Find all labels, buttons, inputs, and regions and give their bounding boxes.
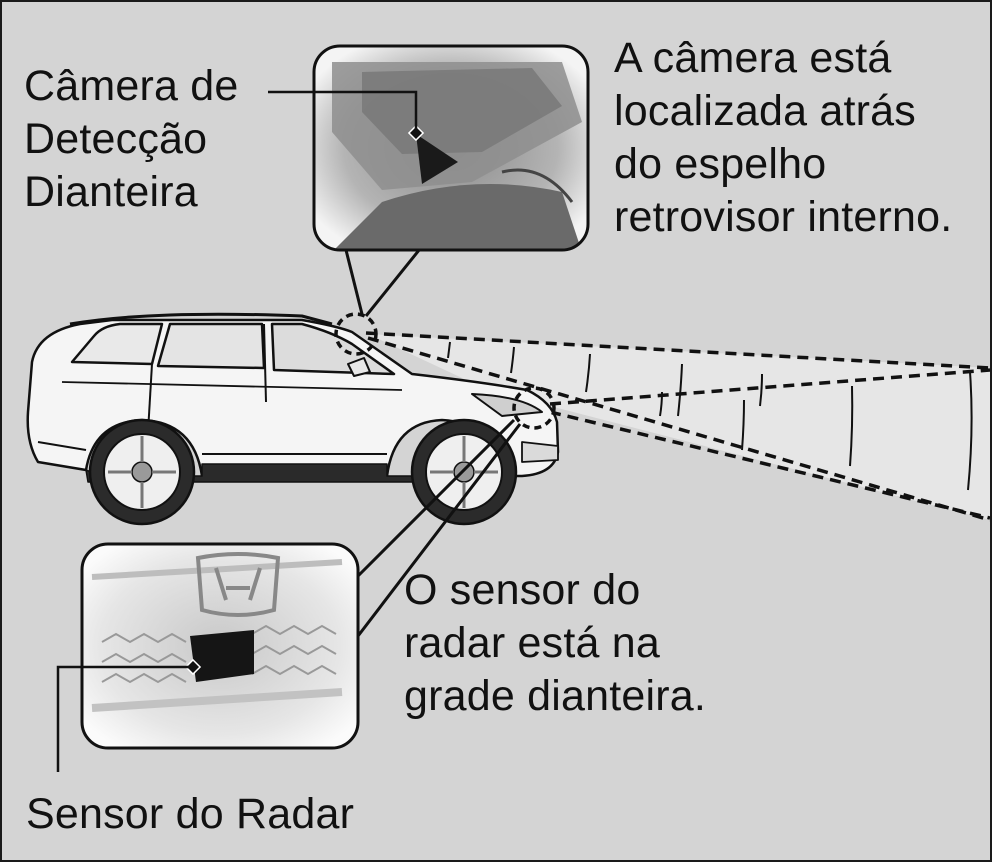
radar-name-label: Sensor do Radar [26,790,355,838]
radar-position-marker [512,386,556,430]
camera-leader-line [268,90,418,130]
radar-leader-line [56,665,192,772]
windshield-camera-inset [312,44,590,252]
front-grille-inset [80,542,360,750]
radar-location-caption: O sensor do radar está na grade dianteir… [404,566,707,720]
camera-location-caption: A câmera está localizada atrás do espelh… [614,34,953,241]
camera-position-marker [334,312,378,356]
camera-name-label: Câmera de Detecção Dianteira [24,62,239,216]
detection-zone [365,331,990,522]
